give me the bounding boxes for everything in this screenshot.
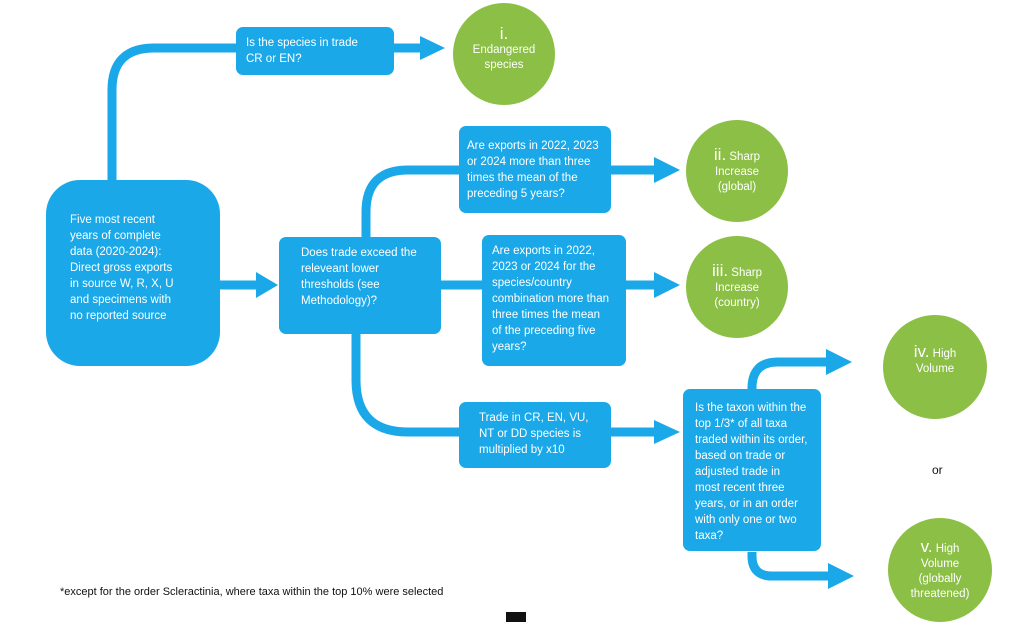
outcome-iv-label: Volume (915, 362, 955, 375)
outcome-i-label: Endangered species (472, 44, 536, 71)
outcome-iv-title: iv. High (913, 341, 957, 362)
multiplier-box: Trade in CR, EN, VU, NT or DD species is… (459, 402, 611, 468)
small-black-mark (506, 612, 526, 622)
or-label: or (932, 463, 943, 477)
outcome-ii-first: Sharp (729, 151, 761, 163)
outcome-ii-label: Increase (global) (714, 166, 760, 193)
outcome-ii-title: ii. Sharp (713, 145, 761, 165)
outcome-ii-sharp-global: ii. Sharp Increase (global) (686, 120, 788, 222)
outcome-i-numeral: i. (499, 24, 509, 43)
outcome-iii-label: Increase (country) (714, 282, 760, 309)
outcome-v-label: Volume (globally threatened) (910, 557, 970, 600)
outcome-iii-first: Sharp (731, 267, 762, 279)
connector-threshold-to-global (361, 165, 462, 240)
connector-volumeq-to-iv (747, 357, 830, 392)
outcome-iv-high-volume: iv. High Volume (883, 315, 987, 419)
arrow-to-volumeq (654, 420, 680, 444)
footnote: *except for the order Scleractinia, wher… (60, 586, 444, 598)
question-high-volume: Is the taxon within the top 1/3* of all … (683, 389, 821, 551)
outcome-v-numeral: v. (920, 536, 933, 556)
question-threshold: Does trade exceed the releveant lower th… (279, 237, 441, 334)
outcome-ii-numeral: ii. (713, 145, 727, 164)
question-global-increase: Are exports in 2022, 2023 or 2024 more t… (459, 126, 611, 213)
arrow-to-i (420, 36, 445, 60)
outcome-iii-title: iii. Sharp (712, 261, 762, 281)
outcome-iii-sharp-country: iii. Sharp Increase (country) (686, 236, 788, 338)
arrow-to-threshold (256, 272, 278, 298)
outcome-v-high-volume-threatened: v. High Volume (globally threatened) (888, 518, 992, 622)
arrow-to-v (828, 563, 854, 589)
arrow-to-iii (654, 272, 680, 298)
outcome-iv-first: High (932, 347, 957, 360)
connector-start-to-crq (107, 43, 240, 182)
outcome-v-title: v. High (920, 536, 960, 557)
outcome-iii-numeral: iii. (712, 261, 729, 280)
outcome-i-endangered: i. Endangered species (453, 3, 555, 105)
question-country-increase: Are exports in 2022, 2023 or 2024 for th… (482, 235, 626, 366)
connector-threshold-to-multiplier (351, 330, 462, 437)
connector-volumeq-to-v (747, 552, 832, 581)
outcome-iv-numeral: iv. (913, 341, 930, 361)
arrow-to-ii (654, 157, 680, 183)
arrow-to-iv (826, 349, 852, 375)
outcome-v-first: High (935, 542, 960, 555)
question-cr-en: Is the species in trade CR or EN? (236, 27, 394, 75)
start-box-data-scope: Five most recent years of complete data … (46, 180, 220, 366)
